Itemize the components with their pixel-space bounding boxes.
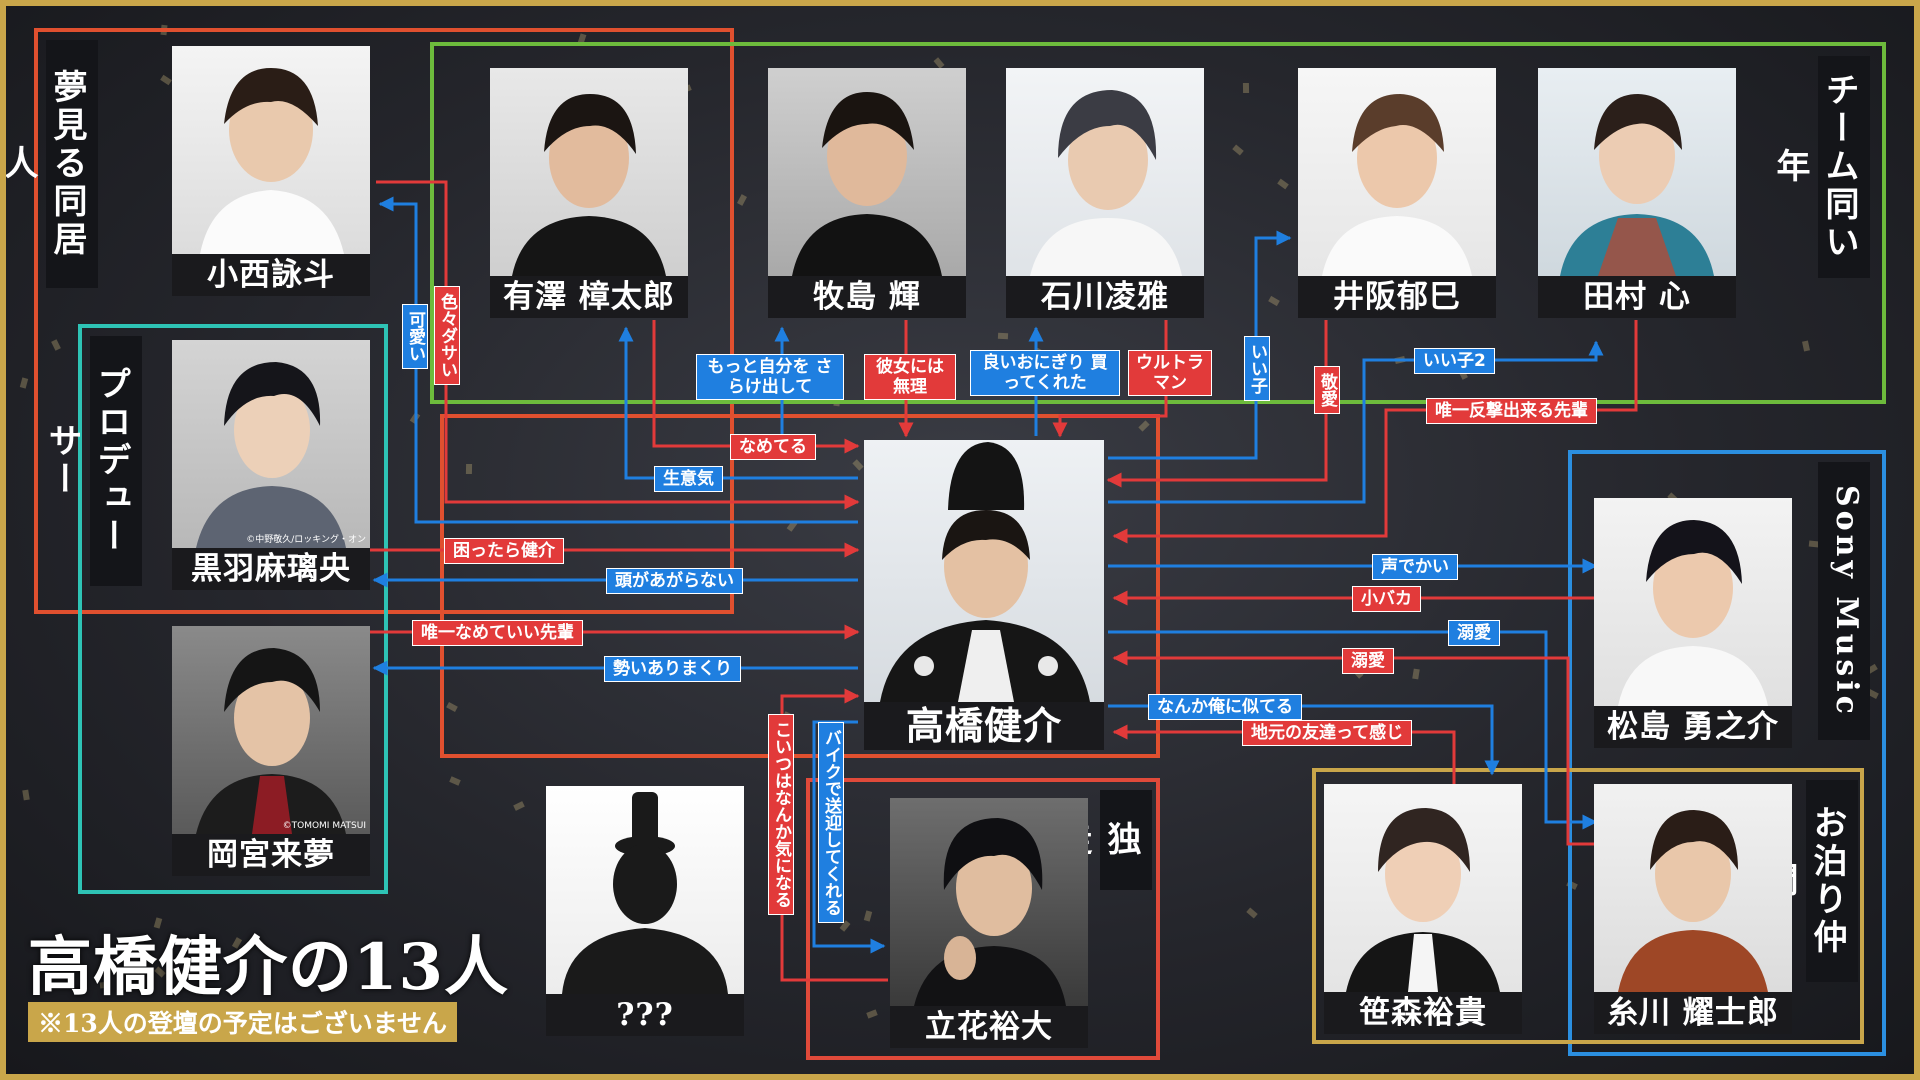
photo-kuroba: ©中野敬久/ロッキング・オン bbox=[172, 340, 370, 548]
label-yuiitsu-namete: 唯一なめていい先輩 bbox=[412, 620, 583, 646]
group-box-team bbox=[430, 42, 1886, 404]
label-keiai: 敬愛 bbox=[1314, 366, 1340, 414]
label-yoionigiri: 良いおにぎり 買ってくれた bbox=[970, 350, 1120, 396]
name-makishima: 牧島 輝 bbox=[768, 276, 966, 318]
name-center: 高橋健介 bbox=[864, 702, 1104, 750]
photo-matsushima bbox=[1594, 498, 1792, 706]
line-isaka-to-center bbox=[1106, 320, 1328, 488]
group-title-team: チーム同い年 bbox=[1770, 56, 1870, 278]
chart-subtitle: ※13人の登壇の予定はございません bbox=[28, 1002, 458, 1042]
photo-tachibana bbox=[890, 798, 1088, 1006]
line-center-to-arisawa bbox=[618, 326, 858, 480]
photo-ishikawa bbox=[1006, 68, 1204, 276]
label-yuiitsu-hangeki: 唯一反撃出来る先輩 bbox=[1426, 398, 1597, 424]
card-arisawa: 有澤 樟太郎 bbox=[490, 68, 688, 318]
label-koede: 声でかい bbox=[1372, 554, 1458, 580]
label-iiko2: いい子2 bbox=[1414, 348, 1495, 374]
name-konishi: 小西詠斗 bbox=[172, 254, 370, 296]
photo-makishima bbox=[768, 68, 966, 276]
photo-itokawa bbox=[1594, 784, 1792, 992]
name-unknown: ??? bbox=[546, 994, 744, 1036]
label-bike: バイクで送迎してくれる bbox=[818, 722, 844, 923]
label-nanka: なんか俺に似てる bbox=[1148, 694, 1302, 720]
group-box-producer bbox=[78, 324, 388, 894]
card-tachibana: 立花裕大 bbox=[890, 798, 1088, 1048]
chart-title: 高橋健介の13人 bbox=[28, 930, 510, 1005]
photo-konishi bbox=[172, 46, 370, 254]
credit-kuroba: ©中野敬久/ロッキング・オン bbox=[246, 535, 366, 545]
line-sasamori-to-center bbox=[1112, 724, 1456, 786]
card-unknown: ??? bbox=[546, 786, 744, 1036]
card-okamiya: ©TOMOMI MATSUI 岡宮来夢 bbox=[172, 626, 370, 876]
label-dekiai1: 溺愛 bbox=[1448, 620, 1500, 646]
group-box-dokuso bbox=[806, 778, 1160, 1060]
photo-tamura bbox=[1538, 68, 1736, 276]
label-koitsu: こいつはなんか気になる bbox=[768, 714, 794, 915]
label-kanojo: 彼女には 無理 bbox=[864, 354, 956, 400]
relationship-chart: 夢見る同居人 チーム同い年 プロデューサー Sony Music お泊り仲間 独… bbox=[6, 6, 1914, 1074]
photo-sasamori bbox=[1324, 784, 1522, 992]
label-iroiro: 色々ダサい bbox=[434, 286, 460, 385]
card-matsushima: 松島 勇之介 bbox=[1594, 498, 1792, 748]
name-tachibana: 立花裕大 bbox=[890, 1006, 1088, 1048]
name-isaka: 井阪郁巳 bbox=[1298, 276, 1496, 318]
label-jimoto: 地元の友達って感じ bbox=[1242, 720, 1413, 746]
card-itokawa: 糸川 耀士郎 bbox=[1594, 784, 1792, 1034]
label-komattara: 困ったら健介 bbox=[444, 538, 564, 564]
label-kawaii: 可愛い bbox=[402, 304, 428, 369]
card-makishima: 牧島 輝 bbox=[768, 68, 966, 318]
photo-arisawa bbox=[490, 68, 688, 276]
photo-okamiya: ©TOMOMI MATSUI bbox=[172, 626, 370, 834]
name-matsushima: 松島 勇之介 bbox=[1594, 706, 1792, 748]
label-iiko: いい子 bbox=[1244, 336, 1270, 401]
name-okamiya: 岡宮来夢 bbox=[172, 834, 370, 876]
name-tamura: 田村 心 bbox=[1538, 276, 1736, 318]
label-dekiai2: 溺愛 bbox=[1342, 648, 1394, 674]
group-box-center bbox=[440, 414, 1160, 758]
label-kobaka: 小バカ bbox=[1352, 586, 1421, 612]
group-title-producer: プロデューサー bbox=[42, 336, 142, 586]
group-title-dream: 夢見る同居人 bbox=[6, 40, 98, 288]
group-box-sony bbox=[1568, 450, 1886, 1056]
card-ishikawa: 石川凌雅 bbox=[1006, 68, 1204, 318]
name-itokawa: 糸川 耀士郎 bbox=[1594, 992, 1792, 1034]
name-kuroba: 黒羽麻璃央 bbox=[172, 548, 370, 590]
card-tamura: 田村 心 bbox=[1538, 68, 1736, 318]
card-center: 高橋健介 bbox=[864, 440, 1104, 750]
name-ishikawa: 石川凌雅 bbox=[1006, 276, 1204, 318]
photo-isaka bbox=[1298, 68, 1496, 276]
group-box-otomari bbox=[1312, 768, 1864, 1044]
label-ultraman: ウルトラ マン bbox=[1128, 350, 1212, 396]
name-arisawa: 有澤 樟太郎 bbox=[490, 276, 688, 318]
line-tamura-to-center bbox=[1112, 320, 1638, 544]
card-konishi: 小西詠斗 bbox=[172, 46, 370, 296]
photo-silhouette bbox=[546, 786, 744, 994]
card-kuroba: ©中野敬久/ロッキング・オン 黒羽麻璃央 bbox=[172, 340, 370, 590]
label-atama: 頭があがらない bbox=[606, 568, 743, 594]
credit-okamiya: ©TOMOMI MATSUI bbox=[282, 821, 366, 831]
photo-center bbox=[864, 440, 1104, 702]
label-namaiki: 生意気 bbox=[654, 466, 723, 492]
label-nameteru: なめてる bbox=[730, 434, 816, 460]
group-title-sony: Sony Music bbox=[1818, 462, 1870, 740]
label-ikioi: 勢いありまくり bbox=[604, 656, 741, 682]
card-sasamori: 笹森裕貴 bbox=[1324, 784, 1522, 1034]
line-center-to-itokawa bbox=[1108, 630, 1598, 830]
line-center-to-tamura bbox=[1108, 340, 1604, 504]
label-motto: もっと自分を さらけ出して bbox=[696, 354, 844, 400]
card-isaka: 井阪郁巳 bbox=[1298, 68, 1496, 318]
name-sasamori: 笹森裕貴 bbox=[1324, 992, 1522, 1034]
line-itokawa-to-center bbox=[1112, 650, 1596, 846]
